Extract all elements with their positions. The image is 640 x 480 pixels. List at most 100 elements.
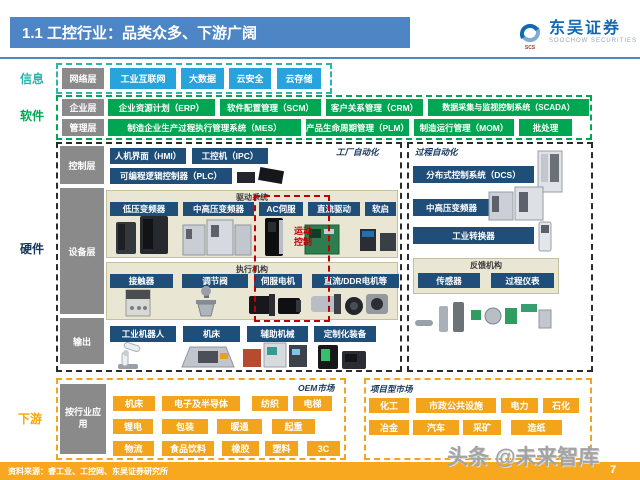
info-item: 云安全 bbox=[229, 68, 271, 89]
side-label-downstream: 下游 bbox=[18, 412, 43, 426]
software-item: 数据采集与监视控制系统（SCADA） bbox=[428, 99, 589, 116]
watermark: 头条 @未来智库 bbox=[447, 446, 600, 469]
project-item: 石化 bbox=[543, 398, 579, 413]
drive-item: 中高压变频器 bbox=[183, 202, 254, 216]
control-layer-label: 控制层 bbox=[60, 146, 104, 184]
info-layer-label: 网络层 bbox=[62, 68, 104, 89]
project-item: 电力 bbox=[501, 398, 538, 413]
valve-image bbox=[195, 285, 217, 319]
device-layer-label: 设备层 bbox=[60, 188, 104, 314]
process-item-dcs: 分布式控制系统（DCS） bbox=[413, 166, 534, 183]
machine-tool-image bbox=[180, 341, 236, 369]
mv-cabinets-image bbox=[488, 186, 544, 222]
header-divider bbox=[0, 57, 640, 59]
sensors-image bbox=[413, 296, 563, 338]
side-label-hardware: 硬件 bbox=[20, 242, 45, 256]
actuator-item: 直流/DDR电机等 bbox=[312, 274, 399, 288]
downstream-label: 按行业应用 bbox=[60, 384, 106, 454]
project-market-label: 项目型市场 bbox=[370, 384, 413, 394]
contactor-image bbox=[124, 288, 152, 318]
mv-inverter-image bbox=[182, 219, 252, 256]
software-section-border bbox=[56, 95, 592, 140]
custom-equipment-image bbox=[316, 341, 368, 369]
software-item: 软件配置管理（SCM） bbox=[220, 99, 321, 116]
company-logo: SCS 东吴证券 SOOCHOW SECURITIES bbox=[516, 20, 637, 51]
drive-system-title: 驱动系统 bbox=[236, 193, 268, 202]
info-item: 大数据 bbox=[181, 68, 224, 89]
info-item: 云存储 bbox=[277, 68, 321, 89]
project-item: 造纸 bbox=[511, 420, 562, 435]
robot-image bbox=[114, 342, 152, 370]
oem-item: 锂电 bbox=[113, 419, 153, 434]
software-layer-label: 企业层 bbox=[62, 99, 104, 116]
process-item-mv-inverter: 中高压变频器 bbox=[413, 199, 490, 216]
actuator-item: 调节阀 bbox=[182, 274, 248, 288]
oem-item: 3C bbox=[307, 441, 340, 456]
logo-en-name: SOOCHOW SECURITIES bbox=[549, 38, 638, 44]
source-note: 资料来源：睿工业、工控网、东吴证券研究所 bbox=[8, 467, 168, 476]
hardware-pa-border bbox=[407, 142, 593, 372]
project-item: 化工 bbox=[369, 398, 409, 413]
control-item-plc: 可编程逻辑控制器（PLC） bbox=[110, 168, 232, 184]
output-item: 辅助机械 bbox=[247, 326, 308, 342]
oem-item: 食品饮料 bbox=[162, 441, 214, 456]
drive-item: 直流驱动 bbox=[308, 202, 360, 216]
actuator-item: 伺服电机 bbox=[254, 274, 302, 288]
logo-abbr: SCS bbox=[524, 45, 536, 51]
oem-item: 塑料 bbox=[265, 441, 298, 456]
project-item: 市政公共设施 bbox=[416, 398, 496, 413]
software-layer-label: 管理层 bbox=[62, 119, 104, 136]
aux-machinery-image bbox=[242, 339, 310, 369]
info-item: 工业互联网 bbox=[110, 68, 176, 89]
software-item: 企业资源计划（ERP） bbox=[108, 99, 215, 116]
page-number: 7 bbox=[610, 464, 617, 476]
logo-cn-name: 东吴证券 bbox=[549, 20, 622, 37]
output-item: 工业机器人 bbox=[110, 326, 176, 342]
software-item: 制造运行管理（MOM） bbox=[414, 119, 514, 136]
oem-item: 纺织 bbox=[252, 396, 288, 411]
software-item: 客户关系管理（CRM） bbox=[326, 99, 423, 116]
ddr-motor-image bbox=[310, 288, 390, 318]
software-item: 制造企业生产过程执行管理系统（MES） bbox=[108, 119, 301, 136]
oem-item: 电梯 bbox=[293, 396, 332, 411]
actuator-item: 接触器 bbox=[110, 274, 173, 288]
output-item: 定制化装备 bbox=[314, 326, 376, 342]
oem-item: 暖通 bbox=[217, 419, 262, 434]
downstream-project-border bbox=[364, 378, 592, 460]
oem-market-label: OEM市场 bbox=[298, 383, 335, 393]
actuator-title: 执行机构 bbox=[236, 265, 268, 274]
dcs-cabinet-image bbox=[536, 150, 564, 193]
page-title: 1.1 工控行业：品类众多、下游广阔 bbox=[10, 17, 410, 48]
plc-product-image bbox=[236, 166, 288, 186]
soochow-logo-icon bbox=[519, 23, 541, 43]
oem-item: 物流 bbox=[113, 441, 154, 456]
project-item: 汽车 bbox=[413, 420, 459, 435]
info-section-border bbox=[56, 63, 332, 94]
converter-image bbox=[537, 221, 553, 252]
downstream-oem-border bbox=[56, 378, 346, 460]
control-item-ipc: 工控机（IPC） bbox=[192, 148, 268, 164]
factory-automation-label: 工厂自动化 bbox=[336, 147, 379, 157]
oem-item: 机床 bbox=[113, 396, 155, 411]
software-item: 批处理 bbox=[519, 119, 572, 136]
drive-item: 软启 bbox=[365, 202, 396, 216]
process-item-converter: 工业转换器 bbox=[413, 227, 534, 244]
oem-item: 起重 bbox=[272, 419, 315, 434]
output-label: 输出 bbox=[60, 318, 104, 364]
hardware-fa-border bbox=[56, 142, 402, 372]
motion-control-label: 运动控制 bbox=[293, 226, 312, 248]
oem-item: 电子及半导体 bbox=[162, 396, 240, 411]
process-automation-label: 过程自动化 bbox=[415, 147, 458, 157]
project-item: 冶金 bbox=[369, 420, 409, 435]
feedback-item-instrument: 过程仪表 bbox=[491, 273, 554, 288]
drive-item: AC伺服 bbox=[259, 202, 303, 216]
feedback-item-sensor: 传感器 bbox=[418, 273, 480, 288]
side-label-software: 软件 bbox=[20, 109, 45, 123]
oem-item: 包装 bbox=[162, 419, 208, 434]
feedback-title: 反馈机构 bbox=[470, 261, 502, 270]
dc-drive-image bbox=[304, 223, 340, 256]
side-label-info: 信息 bbox=[20, 72, 45, 86]
drive-item: 低压变频器 bbox=[110, 202, 178, 216]
soft-start-image bbox=[358, 225, 398, 255]
